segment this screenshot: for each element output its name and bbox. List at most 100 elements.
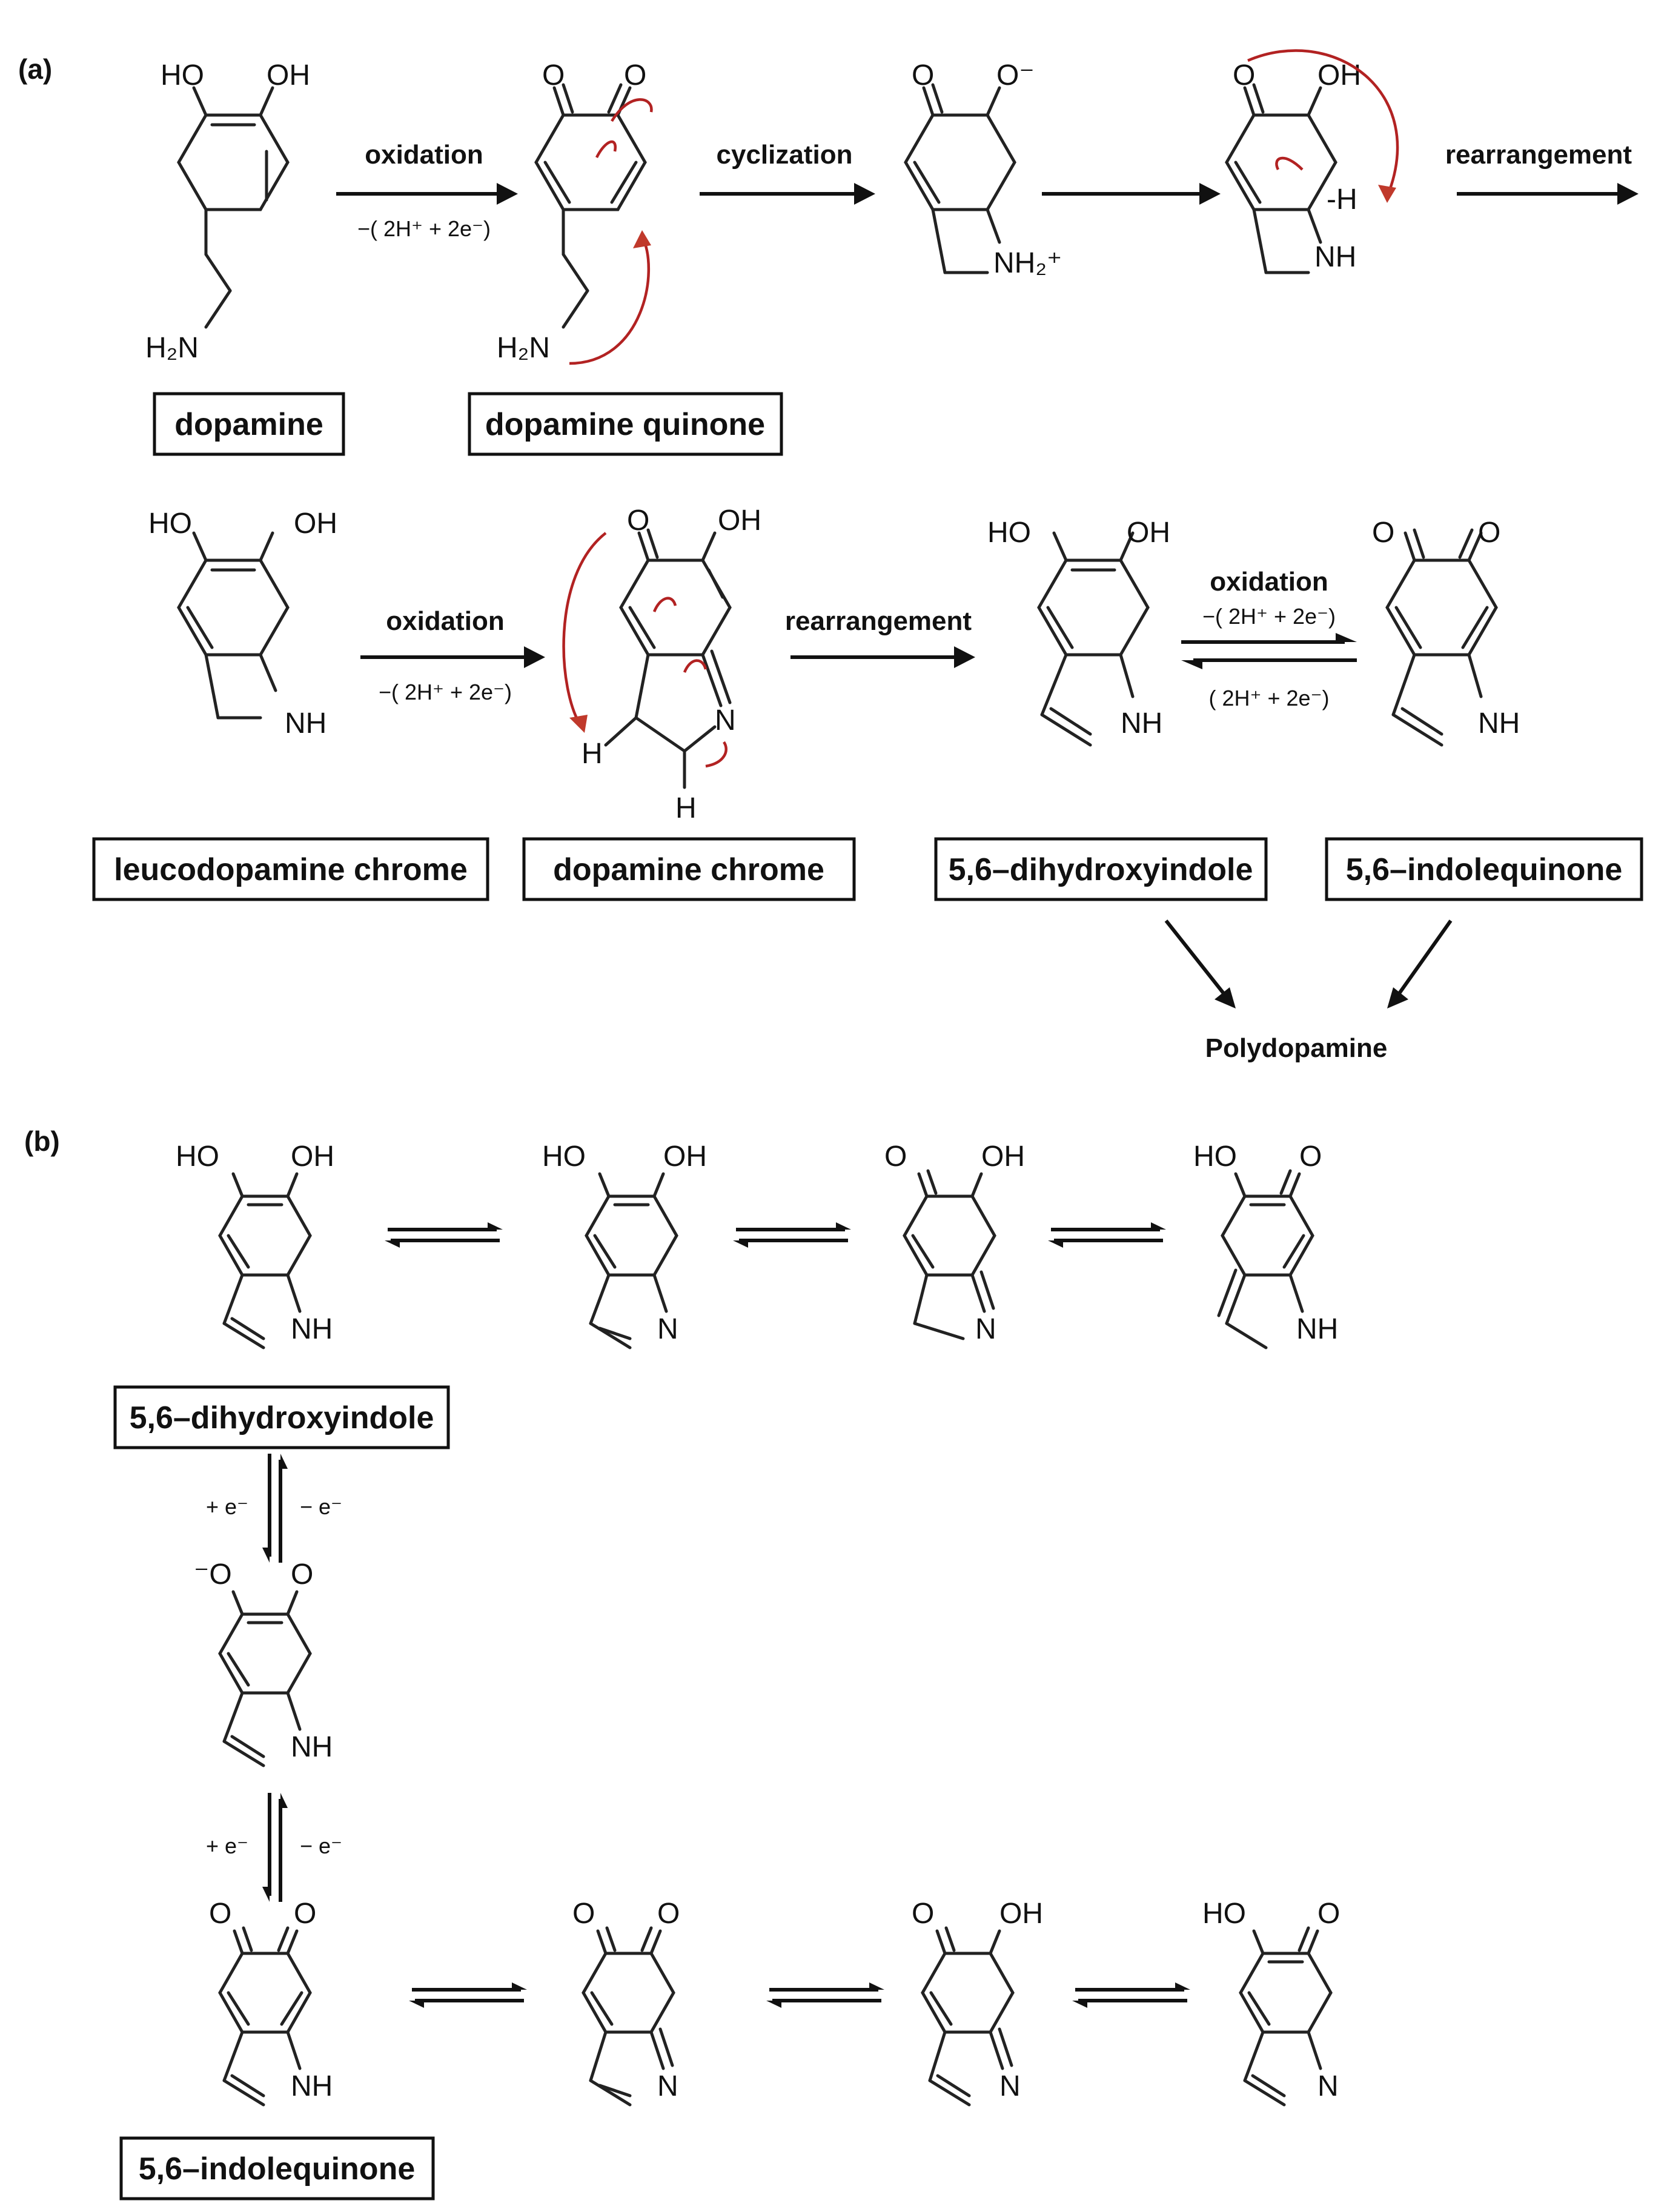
svg-text:O: O: [1233, 59, 1255, 91]
dhi-b-label: 5,6–dihydroxyindole: [130, 1400, 434, 1435]
svg-text:O: O: [1317, 1898, 1340, 1930]
eq-arrow-b4: [409, 1982, 527, 2008]
dopamine-chrome-box: [522, 837, 856, 901]
indolequinone-box: [1325, 837, 1643, 901]
panel-a-label: (a): [18, 53, 52, 85]
svg-text:O: O: [1299, 1141, 1322, 1173]
reduction-cond-3: ( 2H⁺ + 2e⁻): [1208, 686, 1329, 710]
dhi-to-pda-arrow: [1164, 919, 1225, 995]
oxidation-label-3: oxidation: [1210, 567, 1328, 597]
svg-text:OH: OH: [1317, 59, 1361, 91]
svg-text:NH₂⁺: NH₂⁺: [993, 247, 1062, 279]
svg-text:HO: HO: [542, 1141, 586, 1173]
svg-text:NH: NH: [1478, 707, 1520, 740]
svg-text:HO: HO: [148, 508, 192, 540]
svg-text:NH: NH: [1121, 707, 1162, 740]
dopamine-chrome-structure: O OH N H H: [562, 505, 761, 824]
dhi-b-structure: HO OH NH: [176, 1141, 334, 1349]
svg-text:O: O: [912, 1898, 934, 1930]
eq-arrow-b6: [1072, 1982, 1190, 2008]
svg-text:O: O: [627, 505, 649, 537]
svg-text:OH: OH: [267, 59, 310, 91]
rearrangement-label-2: rearrangement: [785, 606, 972, 636]
dopamine-box: [153, 392, 345, 456]
svg-text:H: H: [675, 792, 697, 824]
iq-taut-3-structure: O OH N: [912, 1898, 1043, 2107]
svg-text:H₂N: H₂N: [145, 332, 199, 364]
iq-to-pda-arrow: [1397, 919, 1453, 995]
svg-text:N: N: [657, 1313, 678, 1345]
dopamine-label: dopamine: [174, 407, 323, 442]
svg-text:H₂N: H₂N: [497, 332, 550, 364]
svg-text:O: O: [1372, 517, 1394, 549]
leucodopamine-chrome-box: [92, 837, 489, 901]
iq-b-label: 5,6–indolequinone: [139, 2151, 416, 2187]
svg-text:NH: NH: [285, 707, 326, 740]
dopamine-quinone-structure: O O H₂N: [497, 59, 653, 365]
svg-text:⁻O: ⁻O: [194, 1558, 232, 1591]
svg-text:NH: NH: [1314, 241, 1356, 273]
semiquinone-structure: ⁻O O NH: [194, 1558, 333, 1767]
oxidation-cond-1: −( 2H⁺ + 2e⁻): [357, 216, 491, 241]
svg-text:N: N: [1317, 2070, 1339, 2102]
svg-text:N: N: [715, 704, 736, 737]
svg-text:OH: OH: [718, 505, 761, 537]
svg-text:O: O: [291, 1558, 313, 1591]
dopamine-chrome-label: dopamine chrome: [553, 852, 824, 887]
svg-text:O: O: [657, 1898, 680, 1930]
svg-text:NH: NH: [291, 1731, 333, 1763]
leucodopamine-chrome-structure: HO OH NH: [148, 508, 337, 740]
taut-b4-structure: HO O NH: [1193, 1141, 1338, 1349]
svg-text:HO: HO: [1202, 1898, 1246, 1930]
redox-arrow-b1: [262, 1454, 288, 1563]
panel-b-label: (b): [24, 1125, 60, 1157]
leucodopamine-chrome-label: leucodopamine chrome: [114, 852, 468, 887]
taut-b2-structure: HO OH N: [542, 1141, 707, 1349]
rearrangement-label-1: rearrangement: [1445, 140, 1632, 170]
svg-text:O: O: [209, 1898, 231, 1930]
svg-text:HO: HO: [161, 59, 204, 91]
svg-text:OH: OH: [294, 508, 337, 540]
indolequinone-structure: O O NH: [1372, 517, 1520, 747]
dhi-label: 5,6–dihydroxyindole: [949, 852, 1253, 887]
iq-b-structure: O O NH: [209, 1898, 333, 2107]
dhi-b-box: [113, 1385, 450, 1449]
svg-text:OH: OH: [999, 1898, 1043, 1930]
svg-text:O⁻: O⁻: [996, 59, 1035, 91]
eq-arrow-b1: [385, 1222, 503, 1248]
svg-text:HO: HO: [987, 517, 1031, 549]
e-plus-label-1: + e⁻: [206, 1494, 248, 1519]
svg-text:N: N: [657, 2070, 678, 2102]
svg-text:O: O: [572, 1898, 595, 1930]
oxidation-cond-3: −( 2H⁺ + 2e⁻): [1202, 604, 1336, 629]
proton-shift-intermediate-structure: O OH -H NH: [1225, 49, 1399, 274]
svg-text:O: O: [1478, 517, 1500, 549]
e-plus-label-2: + e⁻: [206, 1833, 248, 1858]
cyclization-label: cyclization: [717, 140, 853, 170]
oxidation-cond-2: −( 2H⁺ + 2e⁻): [379, 680, 512, 704]
svg-text:OH: OH: [291, 1141, 334, 1173]
polydopamine-label: Polydopamine: [1205, 1033, 1388, 1063]
svg-text:NH: NH: [291, 2070, 333, 2102]
dhi-box: [934, 837, 1268, 901]
iq-b-box: [119, 2136, 435, 2200]
svg-text:H: H: [582, 738, 603, 770]
indolequinone-label: 5,6–indolequinone: [1346, 852, 1623, 887]
taut-b3-structure: O OH N: [884, 1141, 1025, 1345]
svg-text:OH: OH: [1127, 517, 1170, 549]
svg-text:OH: OH: [663, 1141, 707, 1173]
iq-taut-2-structure: O O N: [572, 1898, 680, 2107]
dopamine-quinone-label: dopamine quinone: [485, 407, 765, 442]
svg-text:N: N: [975, 1313, 996, 1345]
svg-text:HO: HO: [1193, 1141, 1237, 1173]
svg-text:O: O: [624, 59, 646, 91]
cyclized-intermediate-structure: O O⁻ NH₂⁺: [904, 59, 1062, 279]
svg-text:-H: -H: [1327, 184, 1357, 216]
dopamine-structure: HO OH H₂N: [145, 59, 310, 364]
eq-arrow-b3: [1048, 1222, 1166, 1248]
dhi-structure: HO OH NH: [987, 517, 1170, 747]
e-minus-label-1: − e⁻: [300, 1494, 342, 1519]
iq-taut-4-structure: HO O N: [1202, 1898, 1340, 2107]
svg-text:N: N: [999, 2070, 1021, 2102]
